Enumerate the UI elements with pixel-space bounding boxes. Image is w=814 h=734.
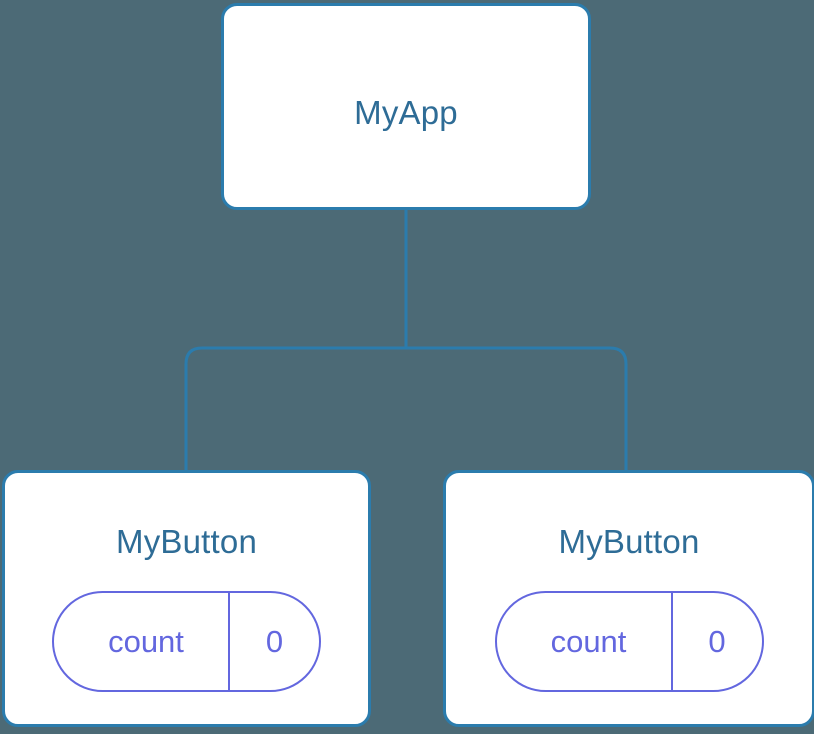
state-pill-1[interactable]: count 0 [52,591,321,692]
state-pill-wrap-2: count 0 [446,591,812,692]
node-mybutton-2-title: MyButton [558,523,700,560]
node-myapp-title: MyApp [354,94,458,131]
state-pill-2[interactable]: count 0 [494,591,764,692]
state-pill-1-key: count [108,623,184,659]
node-mybutton-1[interactable]: MyButton count 0 [2,470,371,727]
edge-root-to-child-left [184,346,406,472]
state-pill-1-value: 0 [265,623,284,659]
state-pill-2-value: 0 [708,623,726,659]
edge-root-to-child-right [406,346,628,472]
state-pill-wrap-1: count 0 [5,591,368,692]
node-mybutton-1-title: MyButton [116,523,257,560]
state-pill-1-divider [228,593,230,690]
node-myapp[interactable]: MyApp [221,3,591,210]
state-pill-2-key: count [550,623,627,659]
state-pill-2-divider [670,593,673,690]
node-mybutton-2[interactable]: MyButton count 0 [443,470,814,727]
